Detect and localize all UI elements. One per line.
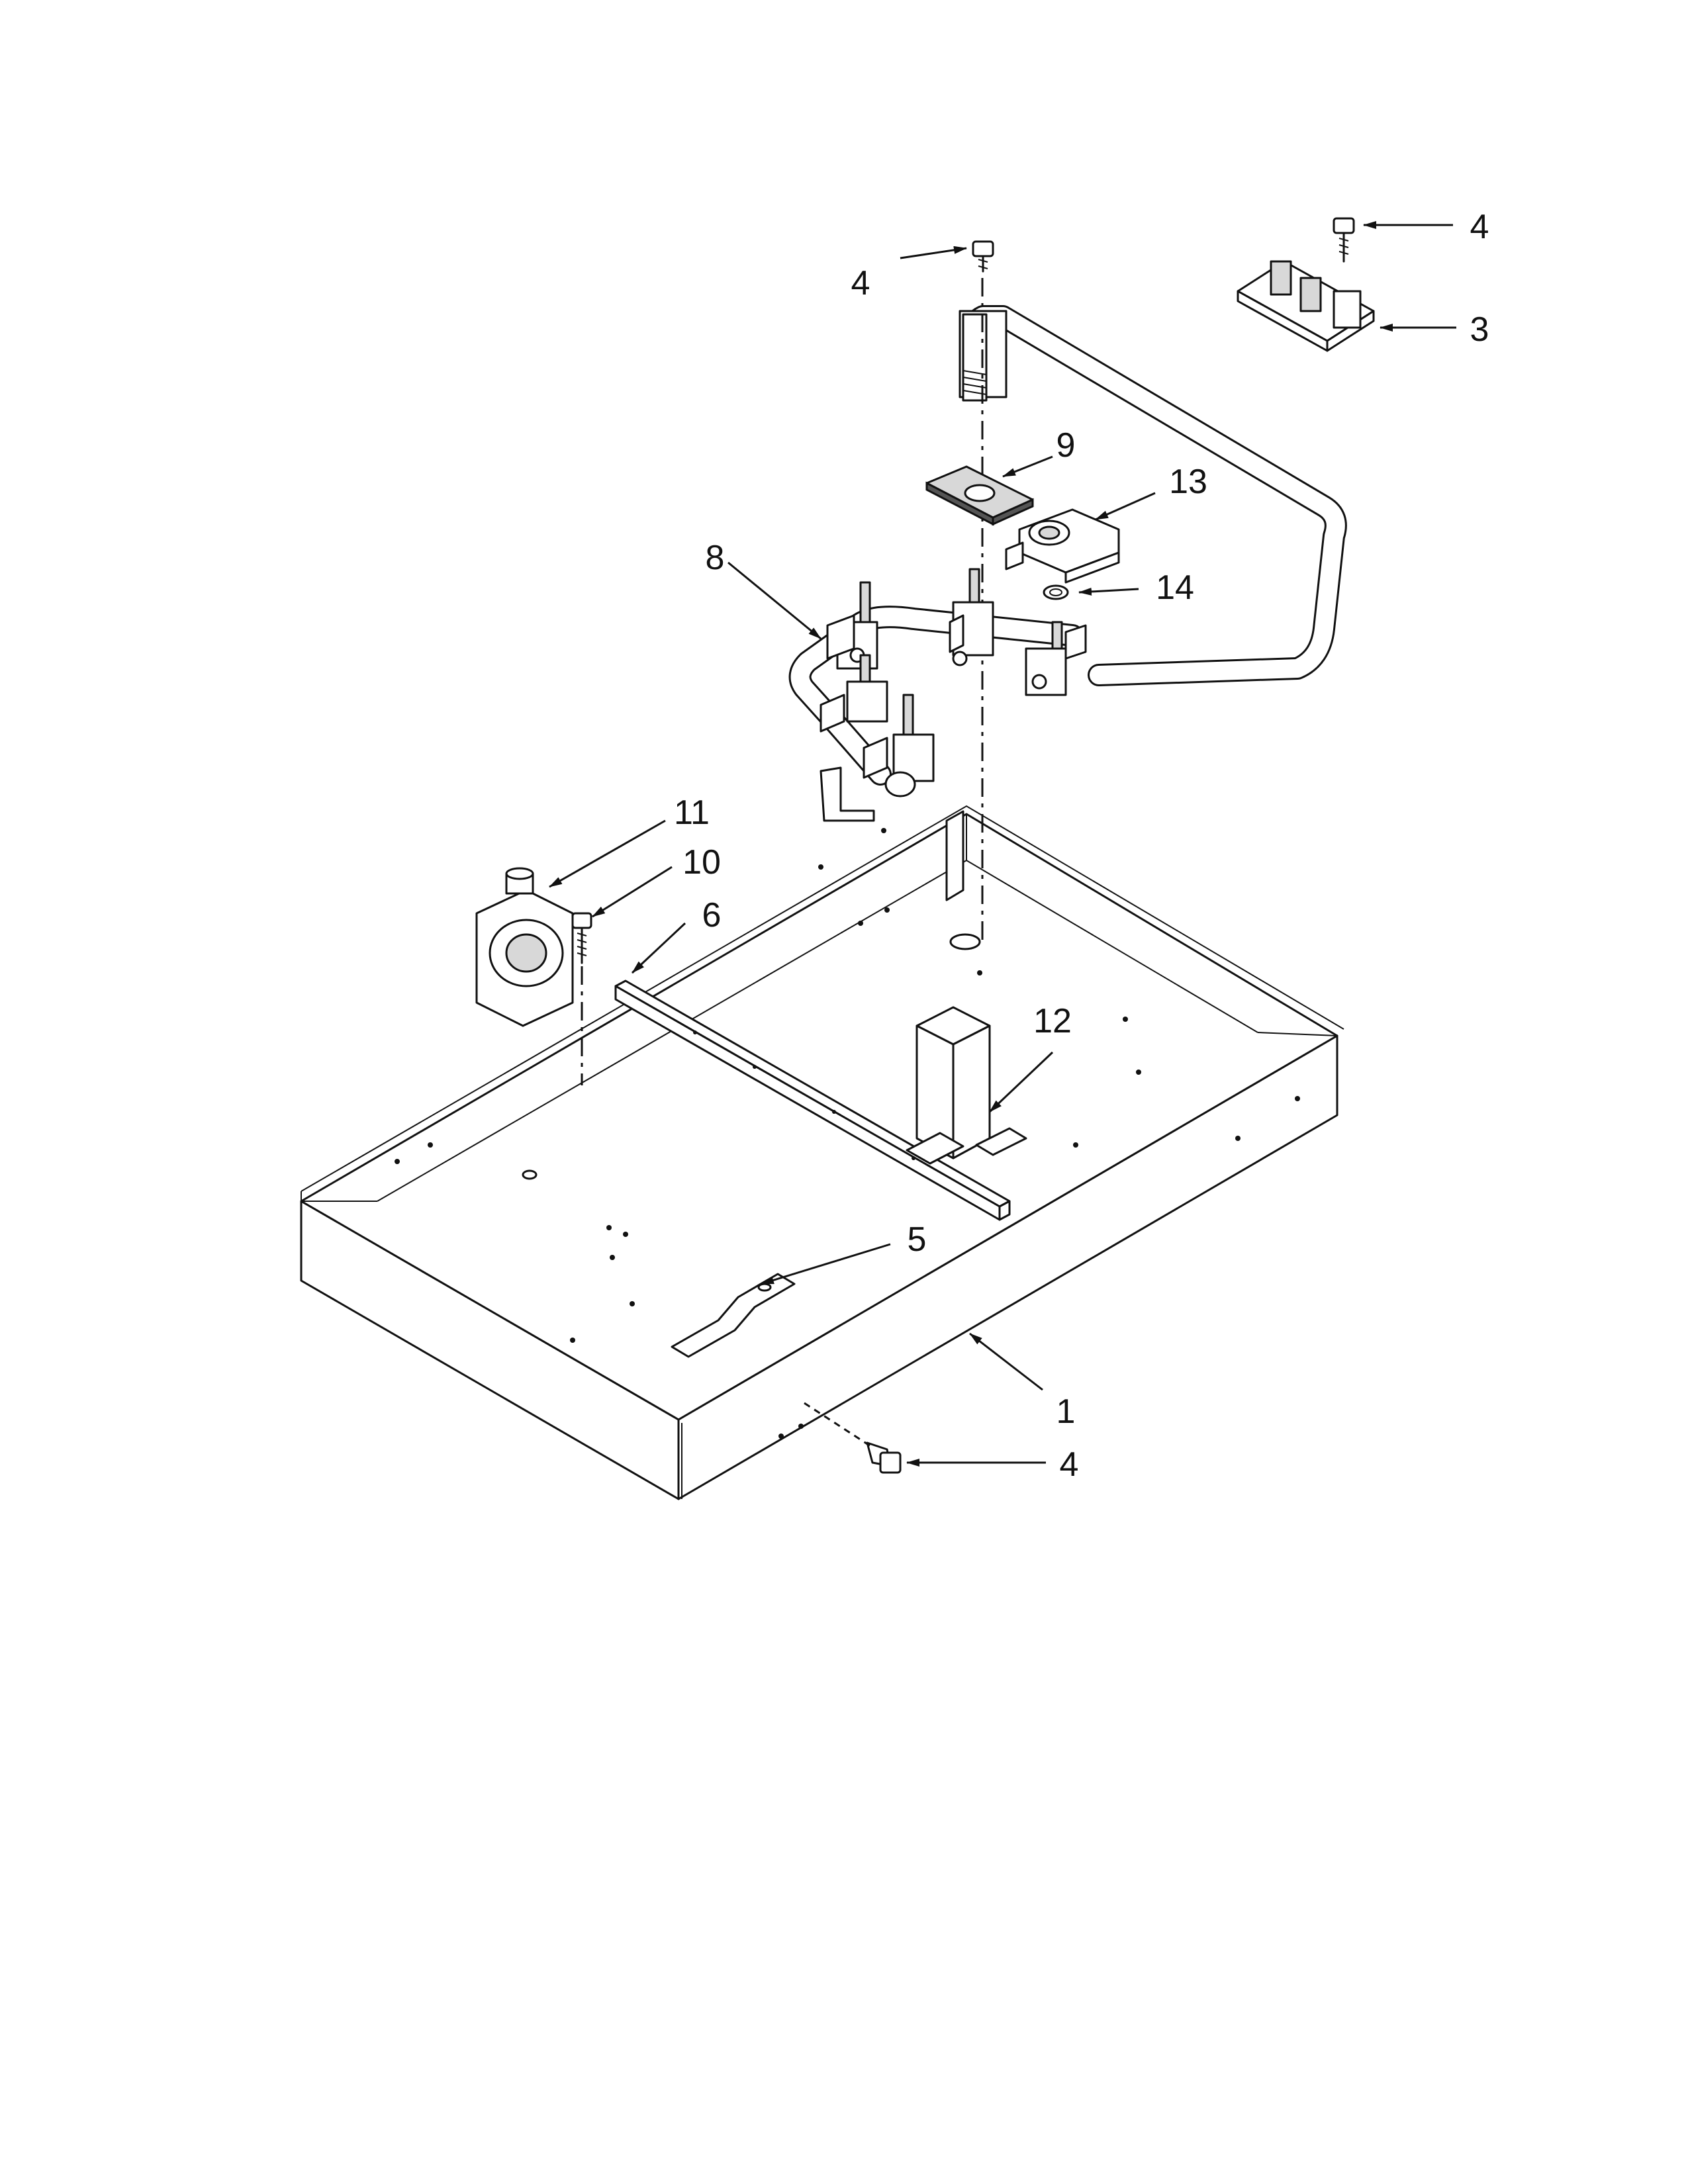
screw-regulator	[571, 912, 592, 1085]
screw-top-right	[1333, 217, 1355, 263]
washer	[1043, 584, 1069, 600]
callout-10: 10	[682, 843, 721, 882]
safety-valve	[1005, 508, 1120, 584]
pressure-regulator	[475, 867, 574, 1027]
callout-1: 1	[1056, 1392, 1076, 1431]
leader-lines	[549, 221, 1456, 1467]
mounting-plate	[925, 465, 1034, 526]
callout-12: 12	[1033, 1002, 1072, 1040]
bracket	[906, 1006, 1027, 1165]
valve-manifold	[820, 568, 1087, 822]
callout-5: 5	[908, 1220, 927, 1259]
floor-bracket	[671, 1273, 796, 1358]
callout-11: 11	[674, 794, 710, 832]
base-pan	[300, 805, 1344, 1500]
callout-9: 9	[1056, 426, 1076, 465]
callout-3: 3	[1470, 310, 1489, 349]
screw-top-center	[972, 240, 994, 273]
callout-6: 6	[702, 896, 722, 934]
callout-14: 14	[1156, 569, 1194, 607]
callout-4-bottom: 4	[1060, 1445, 1079, 1484]
callout-8: 8	[706, 539, 725, 577]
callout-4-top-center: 4	[851, 264, 870, 302]
callouts: 4 4 3 9 13 14 8 11 10 6 12 5 1 4	[674, 208, 1489, 1484]
screw-bottom	[804, 1402, 902, 1474]
spark-module	[1237, 260, 1375, 352]
gas-pipe-loop	[788, 278, 1347, 940]
callout-4-top-right: 4	[1470, 208, 1489, 246]
callout-13: 13	[1169, 463, 1207, 501]
